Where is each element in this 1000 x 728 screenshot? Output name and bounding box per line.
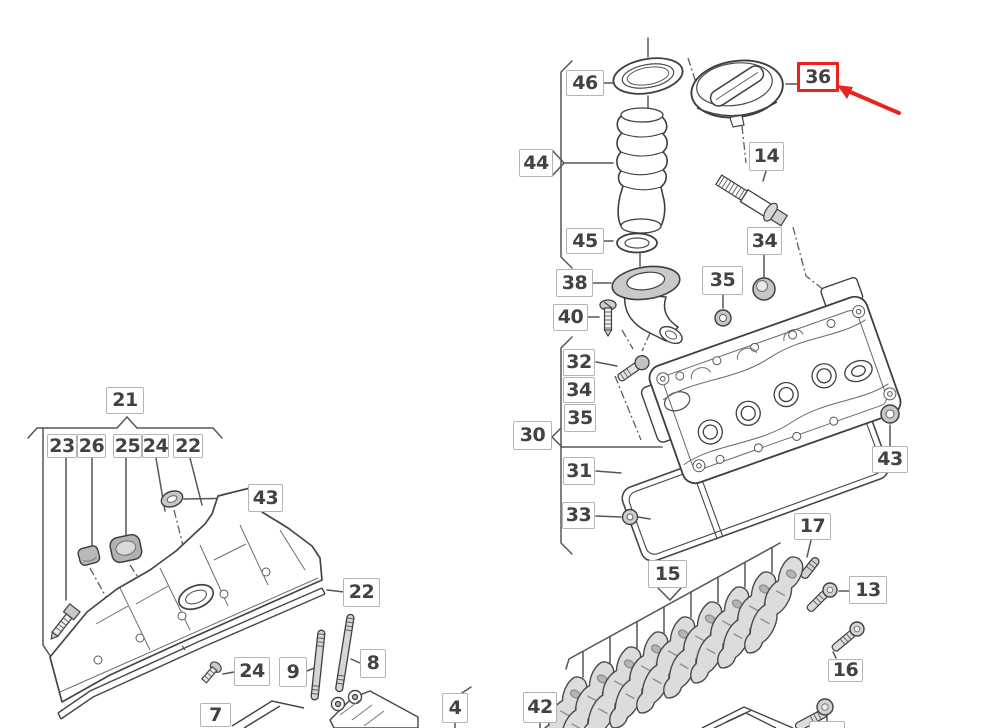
callout-34-top[interactable]: 34 [747, 227, 782, 255]
callout-32[interactable]: 32 [563, 349, 595, 376]
callout-23[interactable]: 23 [47, 434, 77, 458]
callout-22-right[interactable]: 22 [343, 578, 380, 607]
callout-44[interactable]: 44 [519, 149, 553, 177]
callout-21[interactable]: 21 [106, 387, 144, 414]
part-filler-neck-38 [611, 265, 683, 345]
callout-17[interactable]: 17 [794, 513, 831, 540]
callout-36-highlighted[interactable]: 36 [797, 62, 839, 92]
callout-35-col[interactable]: 35 [564, 404, 596, 432]
part-seal-43-left [160, 490, 184, 508]
callout-33[interactable]: 33 [562, 502, 595, 529]
callout-43-left[interactable]: 43 [248, 484, 283, 512]
callout-cut[interactable] [809, 721, 845, 728]
part-bearing-caps-15 [520, 552, 811, 728]
callout-35-top[interactable]: 35 [702, 266, 743, 295]
callout-31[interactable]: 31 [563, 457, 595, 485]
callout-24-bottom[interactable]: 24 [234, 657, 270, 686]
part-oil-cap-36 [690, 59, 784, 128]
part-cap-25 [109, 533, 143, 564]
callout-15[interactable]: 15 [648, 560, 687, 588]
callout-42[interactable]: 42 [523, 692, 557, 723]
callout-25[interactable]: 25 [113, 434, 142, 458]
callout-9[interactable]: 9 [279, 657, 307, 687]
callout-38[interactable]: 38 [556, 269, 593, 297]
part-screw-24 [201, 661, 222, 684]
part-nut-43-right [880, 404, 900, 424]
part-bolt-16 [831, 621, 865, 652]
callout-7[interactable]: 7 [200, 703, 231, 727]
part-left-cover-gasket [57, 587, 326, 720]
part-dome-nut-34 [752, 277, 776, 301]
callout-14[interactable]: 14 [749, 142, 784, 171]
part-bolt-14 [715, 174, 789, 227]
part-stud-17 [800, 557, 820, 579]
part-filler-tube-44 [616, 107, 668, 234]
part-grommet-33 [621, 508, 639, 526]
part-nut-35 [714, 309, 732, 327]
callout-26[interactable]: 26 [77, 434, 106, 458]
highlight-arrow-icon [837, 85, 901, 115]
part-second-cover-partial [231, 700, 305, 728]
part-stud-9 [310, 629, 326, 701]
part-stud-8 [335, 613, 355, 693]
callout-34-col[interactable]: 34 [563, 377, 595, 403]
callout-46[interactable]: 46 [566, 70, 604, 96]
callout-24-row[interactable]: 24 [142, 434, 169, 458]
callout-40[interactable]: 40 [553, 304, 588, 331]
callout-22-row[interactable]: 22 [173, 434, 203, 458]
part-screw-23 [50, 602, 81, 640]
callout-13[interactable]: 13 [849, 576, 887, 604]
part-screw-32 [617, 355, 650, 382]
callout-4[interactable]: 4 [442, 693, 468, 723]
callout-8[interactable]: 8 [360, 649, 386, 678]
part-oring-45 [616, 232, 658, 254]
callout-16[interactable]: 16 [828, 659, 863, 682]
part-seal-ring-46 [612, 57, 684, 95]
part-screw-40 [599, 299, 617, 338]
part-bolt-bottom [794, 698, 834, 728]
part-bolt-13 [806, 582, 838, 613]
part-cylinder-head-right-partial [701, 706, 794, 728]
part-cylinder-head-left-partial [329, 689, 419, 728]
callout-30[interactable]: 30 [513, 421, 552, 450]
callout-45[interactable]: 45 [566, 228, 604, 254]
callout-43-right[interactable]: 43 [872, 446, 908, 473]
part-plug-26 [77, 545, 101, 566]
part-right-valve-cover [640, 276, 902, 485]
